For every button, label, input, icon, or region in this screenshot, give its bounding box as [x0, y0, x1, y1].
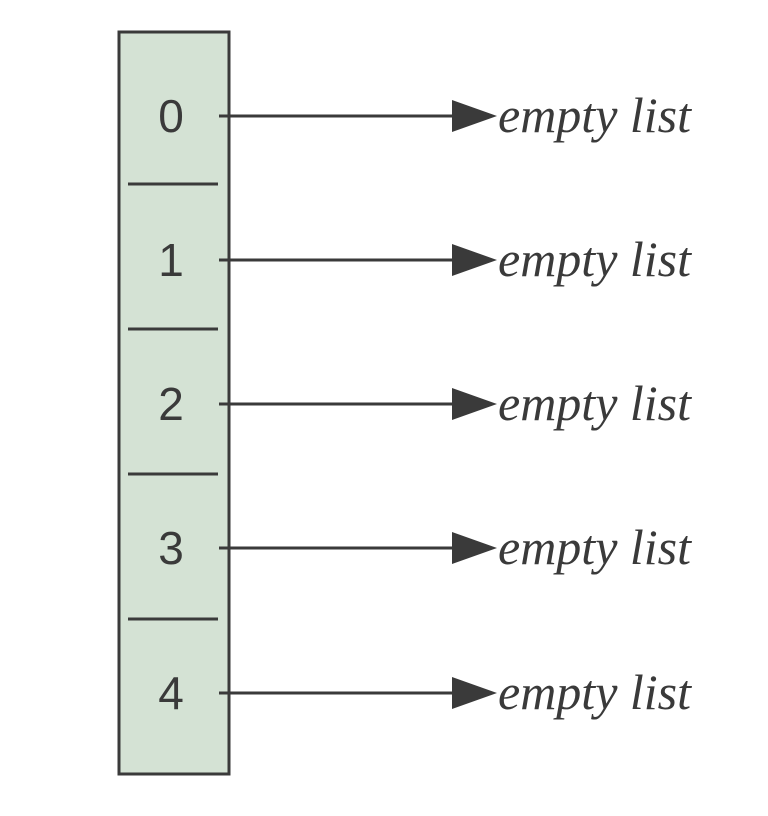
slot-2: 2 empty list [158, 375, 692, 431]
slot-4: 4 empty list [158, 664, 692, 720]
slot-index: 0 [158, 90, 184, 142]
list-label: empty list [498, 664, 692, 720]
list-label: empty list [498, 87, 692, 143]
list-label: empty list [498, 231, 692, 287]
arrowhead-icon [452, 388, 497, 420]
slot-1: 1 empty list [158, 231, 692, 287]
bucket-array [117, 30, 231, 776]
arrowhead-icon [452, 677, 497, 709]
slot-index: 2 [158, 378, 184, 430]
list-label: empty list [498, 375, 692, 431]
slot-index: 1 [158, 234, 184, 286]
slot-index: 3 [158, 522, 184, 574]
slot-0: 0 empty list [158, 87, 692, 143]
arrowhead-icon [452, 532, 497, 564]
list-label: empty list [498, 519, 692, 575]
arrowhead-icon [452, 244, 497, 276]
slot-3: 3 empty list [158, 519, 692, 575]
arrowhead-icon [452, 100, 497, 132]
slot-index: 4 [158, 667, 184, 719]
